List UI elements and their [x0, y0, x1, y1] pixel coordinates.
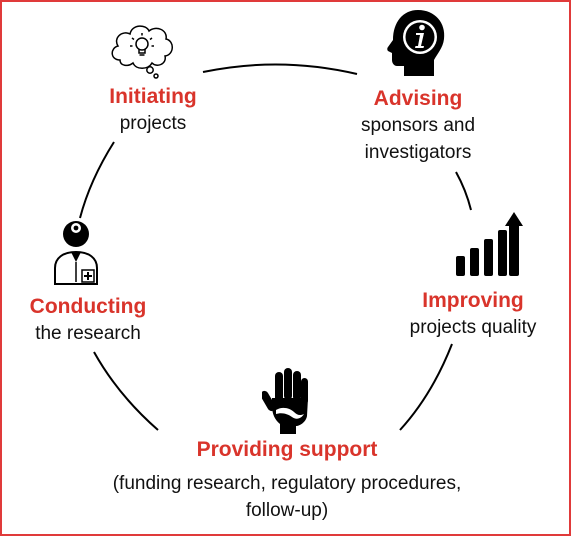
- node-providing-title: Providing support: [196, 438, 378, 461]
- arc-conducting-to-initiating: [79, 141, 115, 219]
- node-providing: Providing support (funding research, reg…: [70, 437, 504, 524]
- thought-bubble-lightbulb-icon: [111, 25, 173, 79]
- node-providing-desc-line1: (funding research, regulatory procedures…: [112, 473, 462, 494]
- head-info-icon: [387, 10, 445, 76]
- node-advising-desc-line2: investigators: [364, 142, 472, 163]
- bar-chart-up-icon: [456, 212, 523, 276]
- node-conducting-title: Conducting: [29, 295, 147, 318]
- node-improving-title: Improving: [422, 289, 524, 312]
- node-conducting: Conducting the research: [8, 294, 168, 347]
- helping-hand-icon: [262, 368, 308, 434]
- node-initiating-title: Initiating: [109, 85, 197, 108]
- node-providing-desc-line2: follow-up): [245, 500, 329, 521]
- arc-advising-to-improving: [455, 171, 472, 211]
- arc-providing-to-conducting: [93, 351, 159, 431]
- arc-improving-to-providing: [399, 343, 453, 431]
- node-advising-desc-line1: sponsors and: [360, 115, 476, 136]
- node-initiating-desc: projects: [119, 113, 187, 134]
- node-advising-title: Advising: [373, 87, 463, 110]
- doctor-icon: [54, 221, 98, 285]
- node-initiating: Initiating projects: [73, 84, 233, 137]
- node-improving: Improving projects quality: [383, 288, 563, 341]
- arc-initiating-to-advising: [202, 63, 358, 75]
- node-advising: Advising sponsors and investigators: [328, 86, 508, 166]
- node-conducting-desc: the research: [35, 323, 141, 344]
- node-improving-desc: projects quality: [409, 317, 537, 338]
